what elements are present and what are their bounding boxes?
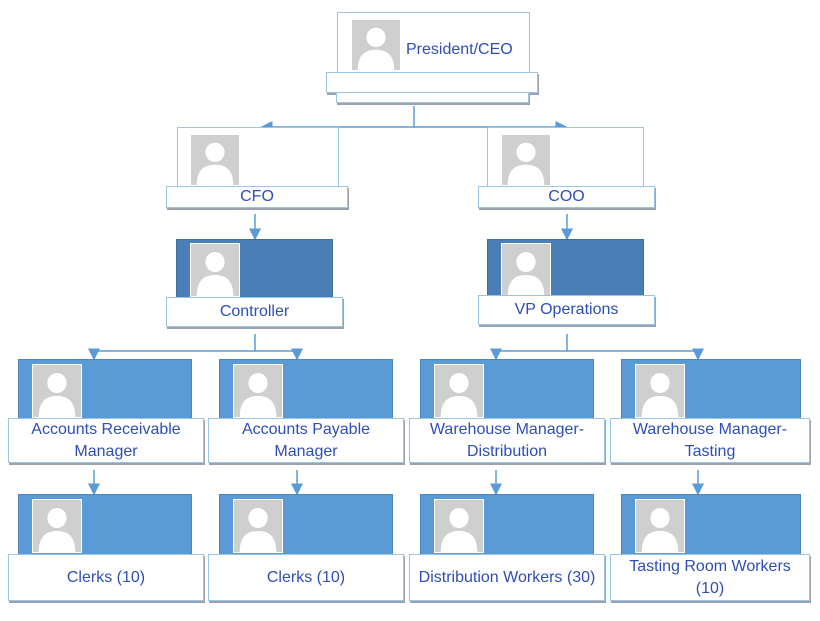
avatar-placeholder-icon — [233, 364, 283, 418]
node-title: Warehouse Manager-Distribution — [409, 418, 605, 463]
connector-controller-ap — [255, 348, 303, 361]
node-title: Controller — [166, 297, 343, 327]
avatar-placeholder-icon — [32, 364, 82, 418]
avatar-placeholder-icon — [635, 499, 685, 553]
node-title: Tasting Room Workers (10) — [610, 554, 810, 601]
avatar-placeholder-icon — [351, 19, 401, 71]
node-title: President/CEO — [406, 41, 513, 58]
node-title: Distribution Workers (30) — [409, 554, 605, 601]
node-title: Accounts Receivable Manager — [8, 418, 204, 463]
avatar-placeholder-icon — [233, 499, 283, 553]
avatar-placeholder-icon — [434, 499, 484, 553]
node-title: VP Operations — [478, 295, 655, 325]
avatar-placeholder-icon — [190, 134, 240, 186]
avatar-placeholder-icon — [434, 364, 484, 418]
avatar-placeholder-icon — [635, 364, 685, 418]
avatar-placeholder-icon — [501, 134, 551, 186]
node-title: Accounts Payable Manager — [208, 418, 404, 463]
node-title: CFO — [166, 186, 348, 208]
node-title: COO — [478, 186, 655, 208]
node-title: Clerks (10) — [8, 554, 204, 601]
node-title: Warehouse Manager-Tasting — [610, 418, 810, 463]
connector-ceo-cfo — [260, 106, 415, 133]
connector-vp-wht — [567, 348, 704, 361]
avatar-placeholder-icon — [501, 243, 551, 297]
node-title: Clerks (10) — [208, 554, 404, 601]
avatar-placeholder-icon — [32, 499, 82, 553]
connector-controller-ar — [88, 334, 256, 361]
connector-vp-whd — [490, 334, 568, 361]
avatar-placeholder-icon — [190, 243, 240, 297]
